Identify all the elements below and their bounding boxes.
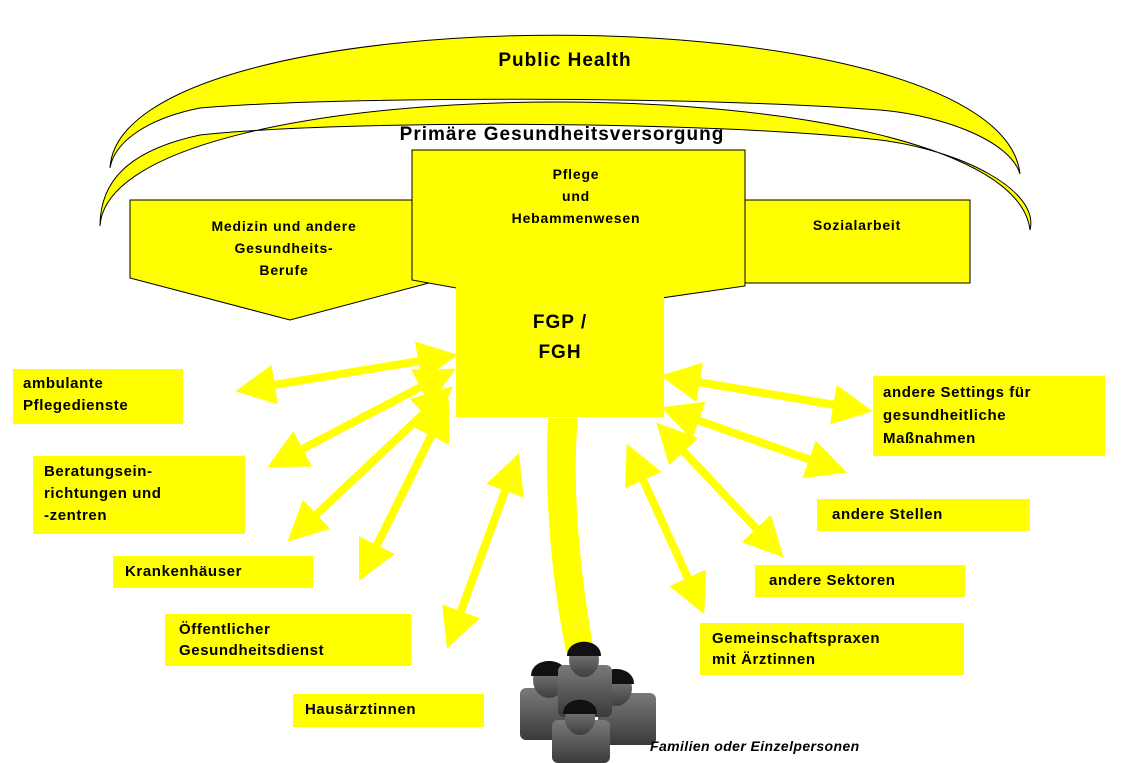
people-caption: Familien oder Einzelpersonen [650,738,860,754]
arrow-hausaerzte [442,453,524,649]
box-andere-stellen: andere Stellen [817,499,1030,531]
box-text-line: Krankenhäuser [125,563,243,580]
pillar-medicine-line-3: Berufe [259,262,308,278]
box-oeffentlicher-gesundheitsdienst: Öffentlicher Gesundheitsdienst [165,614,411,666]
arrow-ambulante [235,341,458,405]
box-andere-sektoren: andere Sektoren [755,565,965,597]
box-beratungseinrichtungen: Beratungsein- richtungen und -zentren [33,456,245,534]
pillar-nursing-line-3: Hebammenwesen [512,210,641,226]
box-text-line: Hausärztinnen [305,701,417,718]
box-krankenhaeuser: Krankenhäuser [113,556,313,588]
dome-primary-care [99,101,1032,231]
box-text-line: ambulante [23,375,104,392]
box-text-line: -zentren [44,507,108,524]
primary-care-label: Primäre Gesundheitsversorgung [400,124,725,145]
arrow-praxen [625,443,706,615]
people-group-icon [520,641,656,763]
box-text-line: andere Settings für [883,384,1032,401]
box-text-line: Pflegedienste [23,397,129,414]
box-text-line: andere Stellen [832,506,943,523]
pillar-social-work-label: Sozialarbeit [813,217,901,233]
pillar-nursing-line-2: und [562,188,590,204]
box-ambulante-pflegedienste: ambulante Pflegedienste [13,369,183,424]
arrow-oegd [358,400,450,581]
pillar-nursing-line-1: Pflege [553,166,600,182]
core-box [456,286,664,417]
arrow-settings [660,362,873,425]
arrow-sektoren [656,422,784,558]
box-text-line: richtungen und [44,485,162,502]
box-text-line: Maßnahmen [883,430,976,447]
box-text-line: Öffentlicher [179,621,271,638]
box-text-line: mit Ärztinnen [712,651,816,668]
connection-stem [546,418,594,652]
pillar-medicine-line-2: Gesundheits- [234,240,333,256]
core-label-line-1: FGP / [533,312,587,333]
box-text-line: andere Sektoren [769,572,896,589]
box-andere-settings: andere Settings für gesundheitliche Maßn… [873,376,1105,456]
core-label-line-2: FGH [538,342,581,363]
box-text-line: Beratungsein- [44,463,153,480]
pillar-medicine [129,199,441,321]
box-text-line: Gemeinschaftspraxen [712,630,881,647]
arrow-stellen [661,401,847,479]
pillar-medicine-line-1: Medizin und andere [211,218,356,234]
dome-public-health [109,34,1021,175]
box-text-line: gesundheitliche [883,407,1007,424]
box-gemeinschaftspraxen: Gemeinschaftspraxen mit Ärztinnen [700,623,964,675]
pillar-social-work [744,199,971,284]
public-health-label: Public Health [498,50,631,71]
box-text-line: Gesundheitsdienst [179,642,325,659]
arrow-group [235,341,873,649]
box-hausaerztinnen: Hausärztinnen [293,694,484,727]
